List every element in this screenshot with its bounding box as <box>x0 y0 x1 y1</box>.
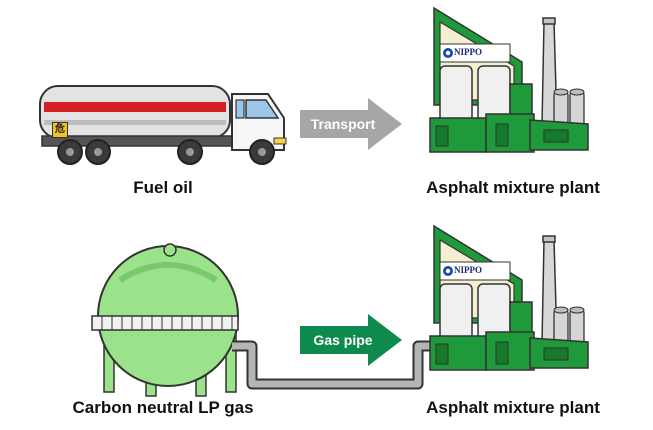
plant-brand-top: NIPPO <box>454 47 482 57</box>
lp-gas-caption: Carbon neutral LP gas <box>72 398 254 417</box>
transport-arrow-label: Transport <box>310 116 376 132</box>
gas-pipe-arrow-label: Gas pipe <box>313 332 373 348</box>
bottom-plant-caption: Asphalt mixture plant <box>426 398 600 417</box>
lp-gas-sphere-icon <box>91 243 239 397</box>
fuel-oil-caption: Fuel oil <box>133 178 193 197</box>
plant-brand-bottom: NIPPO <box>454 265 482 275</box>
asphalt-plant-icon-bottom <box>429 225 589 371</box>
gas-pipe-arrow <box>300 314 402 366</box>
tanker-truck-icon <box>39 85 287 165</box>
top-plant-caption: Asphalt mixture plant <box>426 178 600 197</box>
transport-arrow <box>300 98 402 150</box>
hazard-sign: 危 <box>52 122 68 138</box>
asphalt-plant-icon <box>429 7 589 153</box>
